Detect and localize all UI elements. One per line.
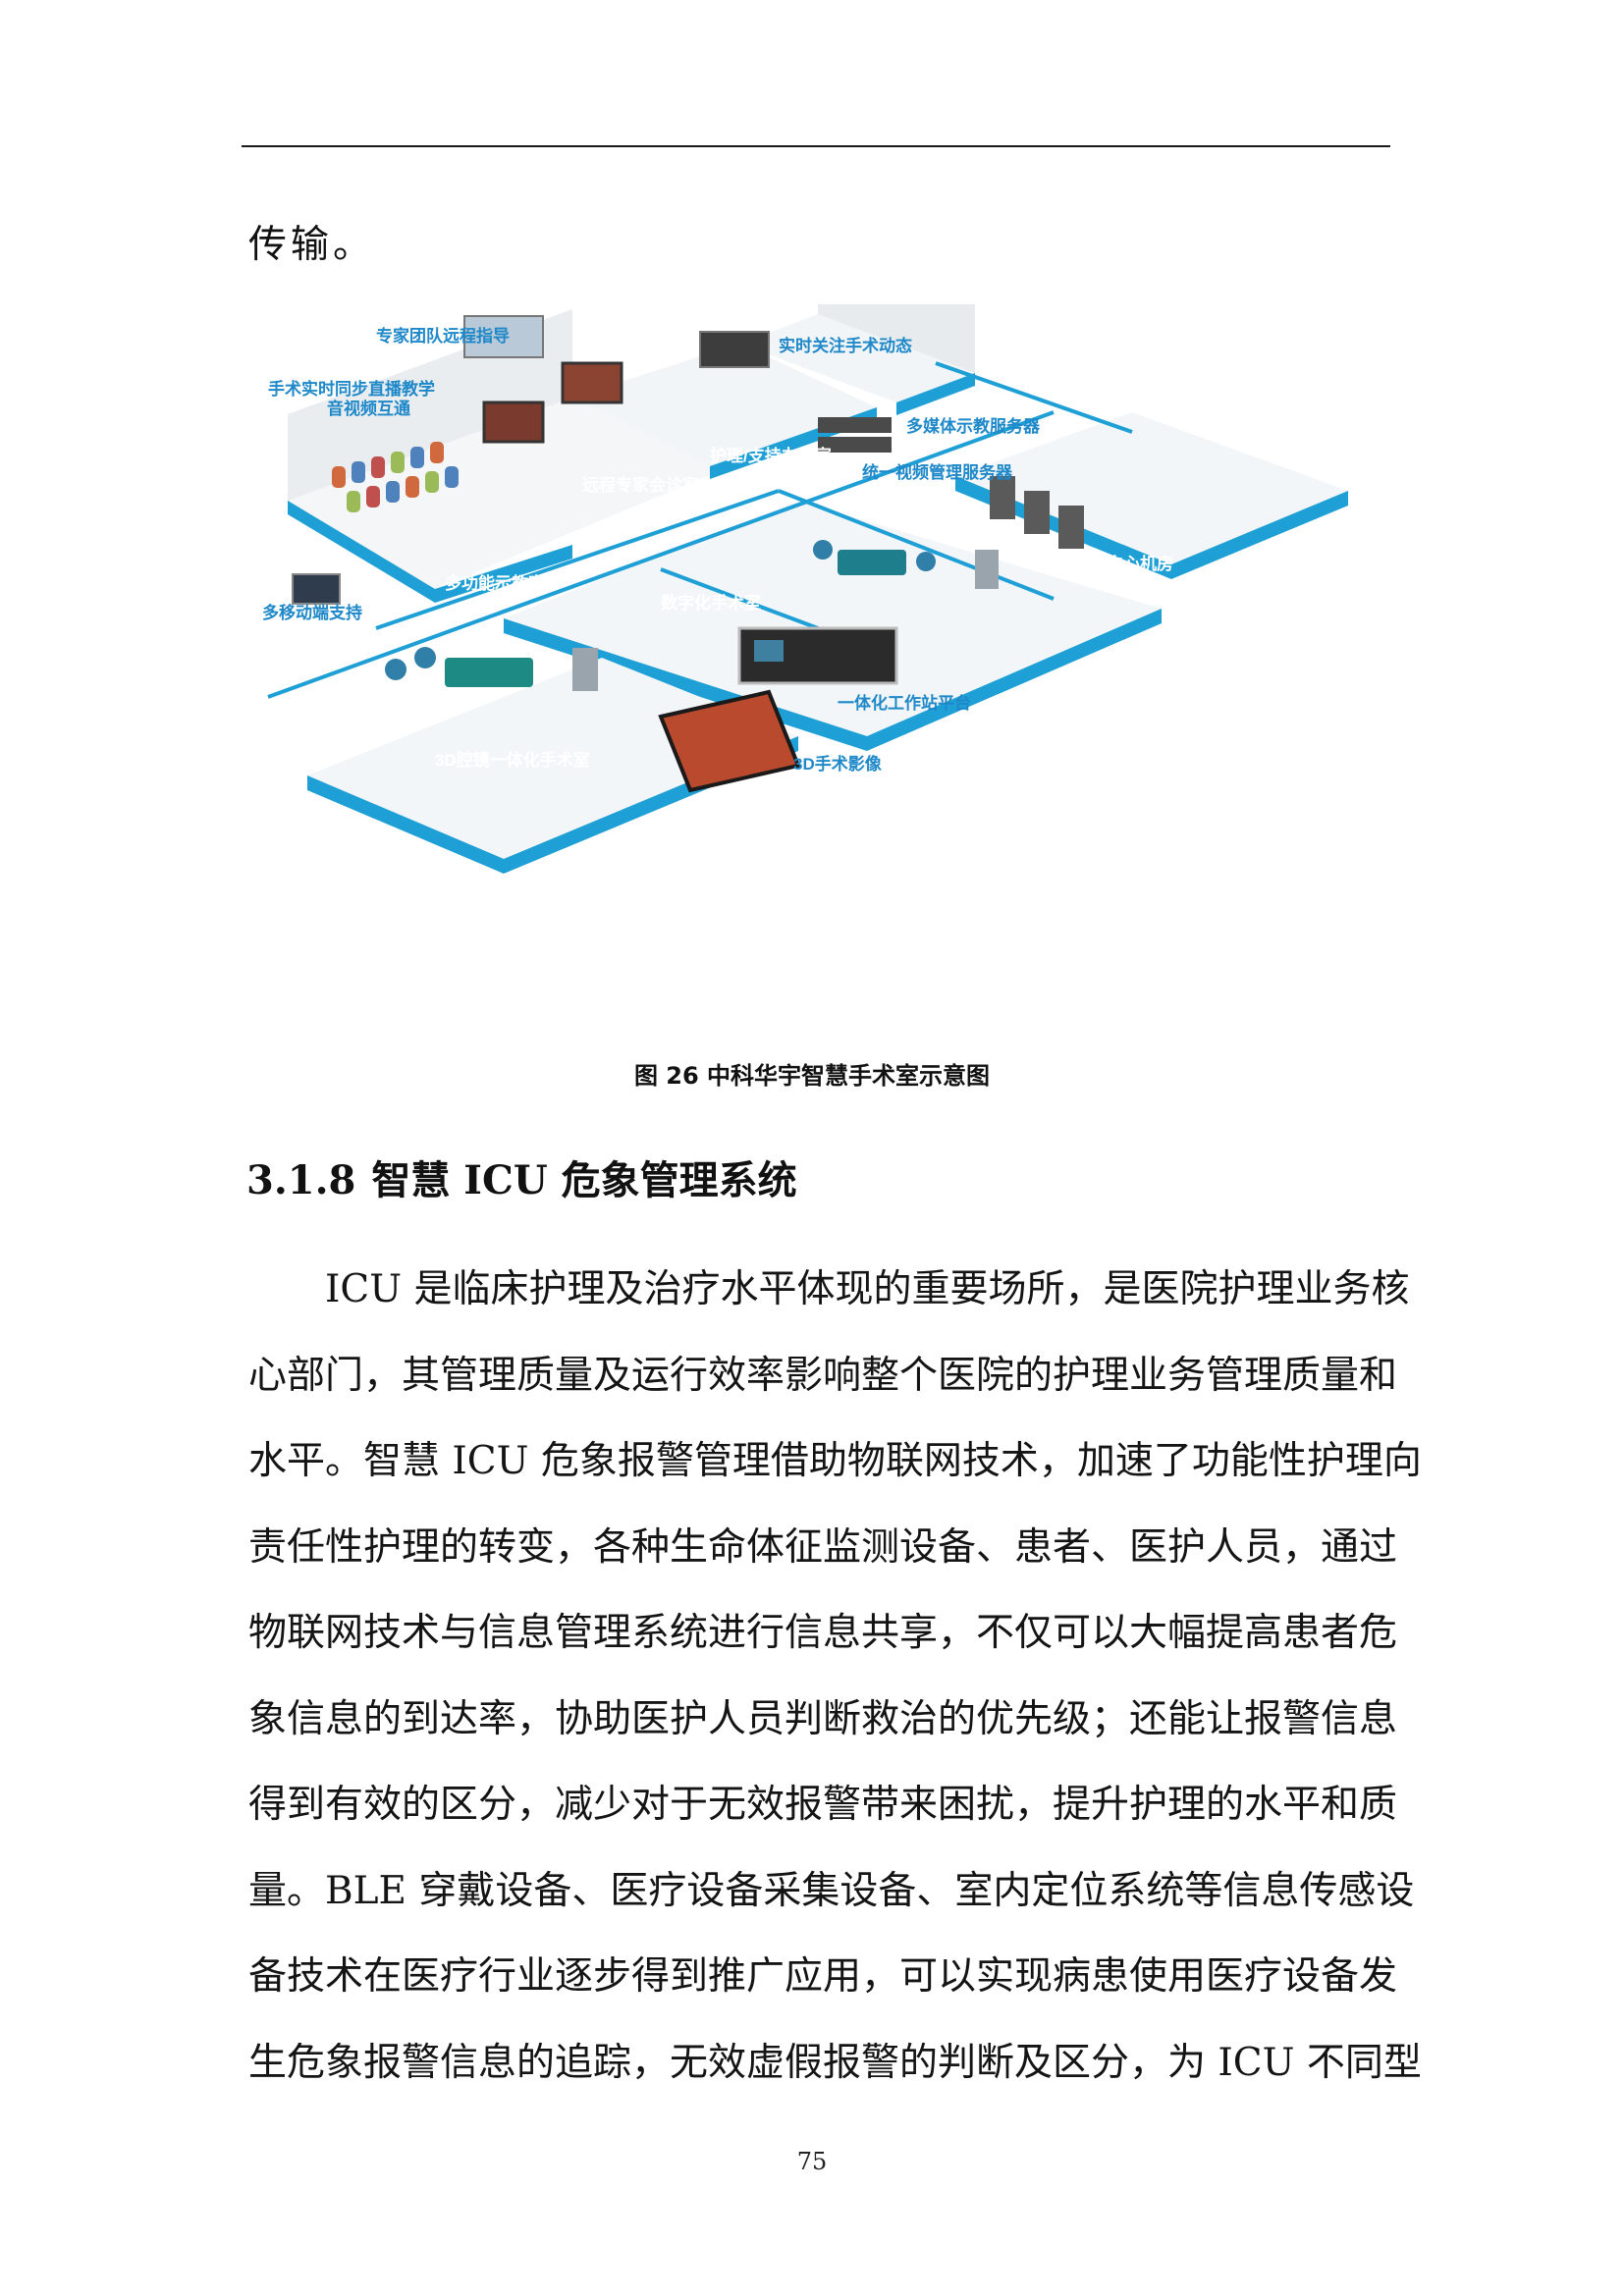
surgery-dynamic-monitor (699, 331, 770, 368)
network-lines (267, 361, 1133, 699)
video-server-icon (818, 437, 892, 453)
paragraph-line: 备技术在医疗行业逐步得到推广应用，可以实现病患使用医疗设备发 (248, 1954, 1398, 1999)
expert-team-photo (463, 315, 544, 358)
label-expert-guidance: 专家团队远程指导 (376, 326, 510, 346)
label-av-interop: 音视频互通 (327, 399, 410, 418)
paragraph-line: 量。BLE 穿戴设备、医疗设备采集设备、室内定位系统等信息传感设 (248, 1868, 1415, 1913)
body-paragraph: ICU 是临床护理及治疗水平体现的重要场所，是医院护理业务核 心部门，其管理质量… (248, 1260, 1422, 2119)
figure-caption: 图 26 中科华宇智慧手术室示意图 (633, 1062, 991, 1090)
label-video-server: 统一视频管理服务器 (862, 462, 1013, 482)
smart-or-diagram: 专家团队远程指导 实时关注手术动态 手术实时同步直播教学 音视频互通 多媒体示教… (248, 304, 1380, 1021)
staff-figure-1 (813, 540, 833, 560)
paragraph-line: 水平。智慧 ICU 危象报警管理借助物联网技术，加速了功能性护理向 (248, 1439, 1422, 1483)
paragraph-line: 生危象报警信息的追踪，无效虚假报警的判断及区分，为 ICU 不同型 (248, 2040, 1422, 2085)
staff-figure-2 (916, 552, 936, 571)
consult-room-floor (572, 344, 877, 466)
teaching-room-floor (288, 398, 720, 589)
label-data-center: 数据中心机房 (1073, 554, 1173, 573)
label-imaging-3d: 3D手术影像 (793, 754, 883, 774)
label-teaching-room: 多功能示教室 (445, 573, 545, 593)
label-digital-or: 数字化手术室 (661, 593, 761, 613)
rack-2-icon (1024, 491, 1050, 534)
rack-3-icon (1058, 506, 1084, 549)
or-3d-edge (307, 775, 504, 874)
or-3d-floor (307, 658, 798, 859)
surgery-3d-image (658, 689, 801, 793)
section-title: 智慧 ICU 危象管理系统 (371, 1157, 797, 1203)
or-3d-bed (445, 658, 533, 687)
label-mobile-support: 多移动端支持 (262, 603, 362, 622)
nurse-station-wall (818, 304, 975, 373)
label-remote-consult-room: 远程专家会诊室 (582, 475, 699, 495)
teaching-screen (482, 400, 545, 444)
page-number: 75 (796, 2148, 828, 2175)
audience-group (332, 442, 459, 512)
label-multimedia-server: 多媒体示教服务器 (906, 416, 1041, 436)
paragraph-line: ICU 是临床护理及治疗水平体现的重要场所，是医院护理业务核 (325, 1267, 1410, 1311)
label-live-teaching: 手术实时同步直播教学 (268, 379, 435, 399)
workstation-display (737, 626, 898, 685)
label-realtime-surgery: 实时关注手术动态 (779, 336, 912, 355)
mobile-device-icon (292, 573, 341, 605)
workstation-tile (754, 640, 784, 662)
rack-1-icon (990, 476, 1015, 519)
or-3d-cart (572, 648, 598, 691)
teaching-room-edge-front (435, 545, 572, 603)
staff-figure-3 (414, 647, 436, 668)
paragraph-line: 得到有效的区分，减少对于无效报警带来困扰，提升护理的水平和质 (248, 1783, 1398, 1827)
label-or-3d: 3D腔镜一体化手术室 (435, 750, 590, 770)
label-nurse-station: 护理/支持办公室 (710, 446, 832, 465)
smart-or-illustration: 专家团队远程指导 实时关注手术动态 手术实时同步直播教学 音视频互通 多媒体示教… (262, 304, 1348, 874)
data-center-edge-right (1171, 491, 1348, 579)
nurse-station-edge (896, 373, 975, 415)
paragraph-line: 物联网技术与信息管理系统进行信息共享，不仅可以大幅提高患者危 (248, 1611, 1398, 1655)
section-number: 3.1.8 (246, 1157, 356, 1203)
digital-or-floor (504, 501, 1162, 736)
paragraph-line: 心部门，其管理质量及运行效率影响整个医院的护理业务管理质量和 (248, 1353, 1398, 1398)
paragraph-line: 象信息的到达率，协助医护人员判断救治的优先级；还能让报警信息 (248, 1696, 1398, 1741)
header-rule (242, 145, 1390, 147)
section-heading: 3.1.8 智慧 ICU 危象管理系统 (246, 1148, 797, 1205)
multimedia-server-icon (818, 417, 892, 433)
data-center-floor (955, 412, 1348, 564)
consult-screen (561, 361, 623, 404)
nurse-station-floor (739, 314, 975, 402)
lead-text: 传输。 (248, 223, 376, 267)
staff-figure-4 (385, 659, 406, 680)
teaching-room-edge (288, 501, 435, 603)
digital-or-cart (975, 550, 999, 589)
paragraph-line: 责任性护理的转变，各种生命体征监测设备、患者、医护人员，通过 (248, 1524, 1398, 1570)
digital-or-edge-right (867, 609, 1162, 751)
label-integrated-workstation: 一体化工作站平台 (838, 693, 971, 713)
digital-or-bed (838, 550, 906, 575)
